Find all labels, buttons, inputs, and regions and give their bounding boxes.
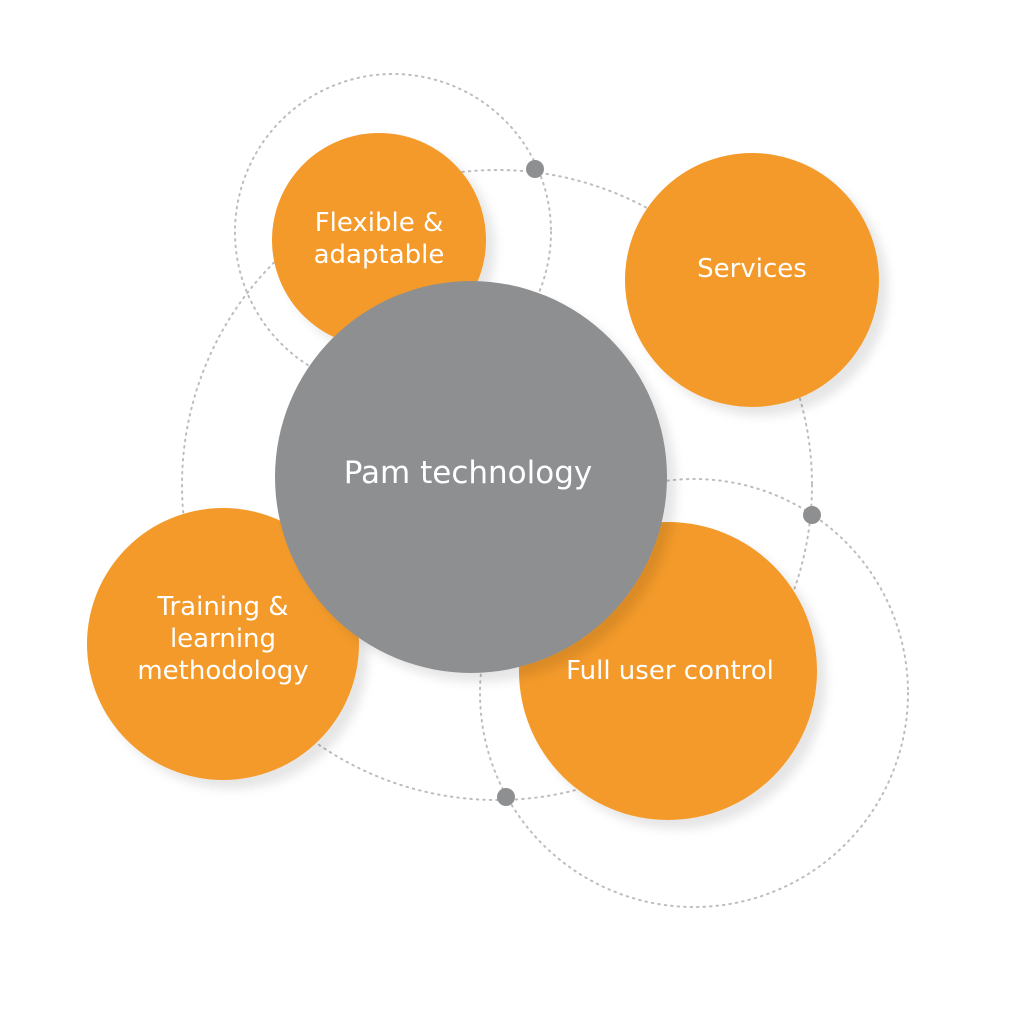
node-services-circle xyxy=(625,153,879,407)
orbit-ring-bottom-right xyxy=(479,478,909,908)
node-training-circle xyxy=(87,508,359,780)
connector-dot-right xyxy=(803,506,821,524)
orbit-ring-large xyxy=(181,169,813,801)
connector-dot-top xyxy=(526,160,544,178)
connector-dot-bottom xyxy=(497,788,515,806)
center-circle xyxy=(275,281,667,673)
